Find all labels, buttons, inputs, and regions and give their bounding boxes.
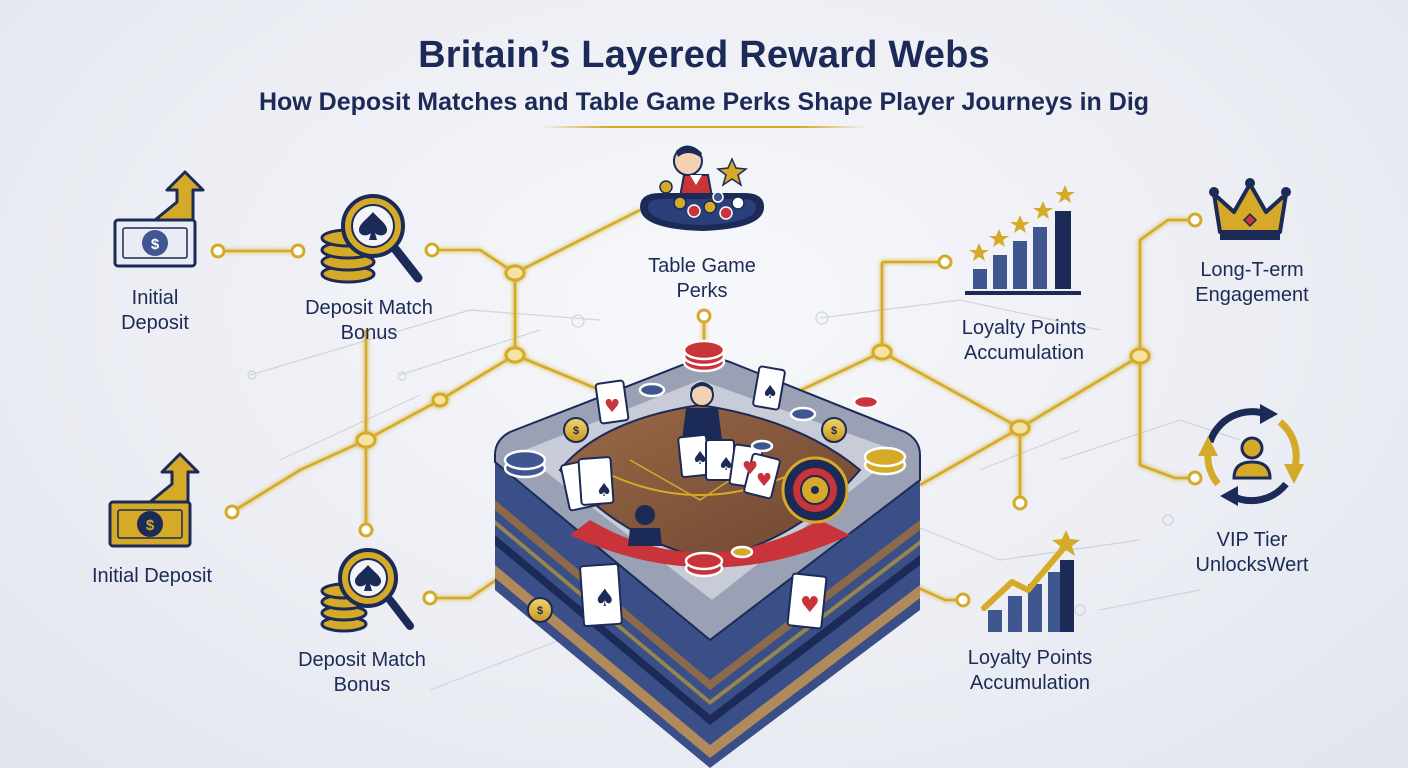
- cash-arrow-up-icon: $: [108, 452, 200, 548]
- page-title: Britain’s Layered Reward Webs: [418, 34, 990, 76]
- node-long-term-engagement: Long-T-erm Engagement: [1172, 258, 1332, 308]
- crown-icon: [1209, 178, 1291, 240]
- svg-text:$: $: [573, 425, 579, 437]
- node-label-line: VIP Tier: [1216, 529, 1288, 551]
- node-label-line: Accumulation: [969, 672, 1091, 694]
- coin-magnifier-icon: [320, 548, 414, 633]
- node-label-line: Deposit Match: [298, 649, 426, 671]
- svg-text:♥: ♥: [800, 593, 820, 618]
- node-label-line: Loyalty Points: [961, 317, 1087, 339]
- bar-chart-trend-icon: [981, 530, 1080, 632]
- node-table-game-perks: Table Game Perks: [622, 254, 782, 304]
- layered-casino-table-icon: ♠ ♠ ♠ ♠ ♠ ♥ ♥ ♥ ♥: [494, 339, 921, 768]
- svg-text:♥: ♥: [756, 470, 772, 491]
- bar-chart-stars-icon: [965, 185, 1081, 295]
- node-label-line: Table Game: [648, 255, 756, 277]
- node-deposit-match-top: Deposit Match Bonus: [279, 296, 459, 346]
- svg-text:$: $: [537, 605, 543, 617]
- node-label-line: Initial Deposit: [91, 565, 213, 587]
- node-loyalty-points-top: Loyalty Points Accumulation: [934, 316, 1114, 366]
- connector-network: [218, 208, 1195, 602]
- title-divider: [540, 126, 868, 128]
- node-label-line: Bonus: [340, 322, 398, 344]
- node-vip-tier: VIP Tier UnlocksWert: [1172, 528, 1332, 578]
- svg-text:♥: ♥: [742, 458, 758, 479]
- background-network: [247, 299, 1241, 691]
- svg-text:$: $: [151, 236, 160, 253]
- node-label-line: Accumulation: [963, 342, 1085, 364]
- node-label-line: Bonus: [333, 674, 391, 696]
- svg-text:♠: ♠: [596, 480, 612, 501]
- node-loyalty-points-bottom: Loyalty Points Accumulation: [940, 646, 1120, 696]
- coin-magnifier-icon: [320, 194, 423, 284]
- node-initial-deposit-top: Initial Deposit: [95, 286, 215, 336]
- svg-text:♥: ♥: [604, 396, 620, 417]
- cash-arrow-up-icon: $: [113, 170, 205, 268]
- node-label-line: Deposit Match: [305, 297, 433, 319]
- svg-text:♠: ♠: [594, 584, 616, 612]
- node-deposit-match-bottom: Deposit Match Bonus: [272, 648, 452, 698]
- svg-text:♠: ♠: [692, 448, 708, 469]
- node-label-line: UnlocksWert: [1195, 554, 1309, 576]
- dealer-table-icon: [640, 145, 764, 231]
- svg-text:♠: ♠: [762, 382, 778, 403]
- svg-text:$: $: [146, 517, 155, 534]
- node-label-line: Perks: [676, 280, 728, 302]
- node-label-line: Long-T-erm: [1200, 259, 1304, 281]
- page-subtitle: How Deposit Matches and Table Game Perks…: [258, 88, 1150, 116]
- svg-text:$: $: [831, 425, 837, 437]
- node-initial-deposit-bottom: Initial Deposit: [72, 564, 232, 589]
- junction-nodes: [210, 212, 1203, 608]
- node-label-line: Deposit: [121, 312, 189, 334]
- svg-text:♠: ♠: [718, 454, 734, 475]
- node-label-line: Engagement: [1195, 284, 1309, 306]
- user-cycle-icon: [1198, 404, 1304, 506]
- node-label-line: Initial: [131, 287, 179, 309]
- node-label-line: Loyalty Points: [967, 647, 1093, 669]
